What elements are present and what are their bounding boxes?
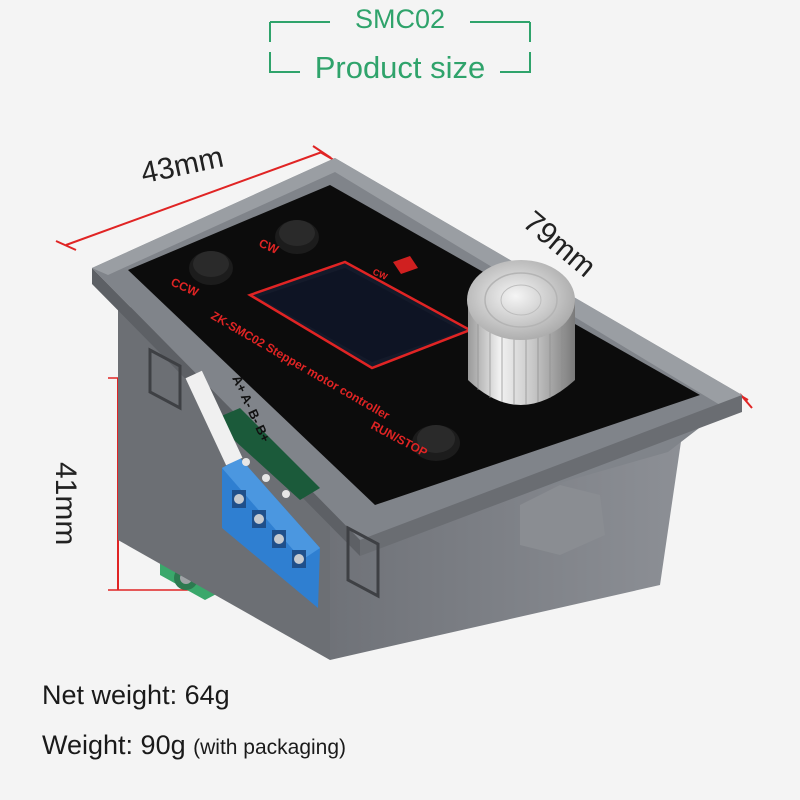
weight-line: Weight: 90g (with packaging) [42, 730, 346, 761]
button-run-stop[interactable] [412, 425, 460, 461]
dimension-height-label: 41mm [49, 462, 82, 546]
section-title: Product size [314, 50, 486, 85]
weight-text: Weight: 90g [42, 730, 186, 760]
status-led [393, 256, 418, 274]
header-bracket-frame [269, 21, 531, 73]
weight-note: (with packaging) [193, 736, 347, 759]
button-ccw[interactable] [189, 251, 233, 285]
model-name: SMC02 [354, 4, 446, 34]
net-weight-text: Net weight: 64g [42, 680, 230, 710]
button-cw[interactable] [275, 220, 319, 254]
rotary-knob[interactable] [467, 260, 575, 405]
header: SMC02 Product size [0, 0, 800, 100]
motor-terminal-blue [212, 408, 320, 608]
dimension-width-line [65, 151, 323, 246]
